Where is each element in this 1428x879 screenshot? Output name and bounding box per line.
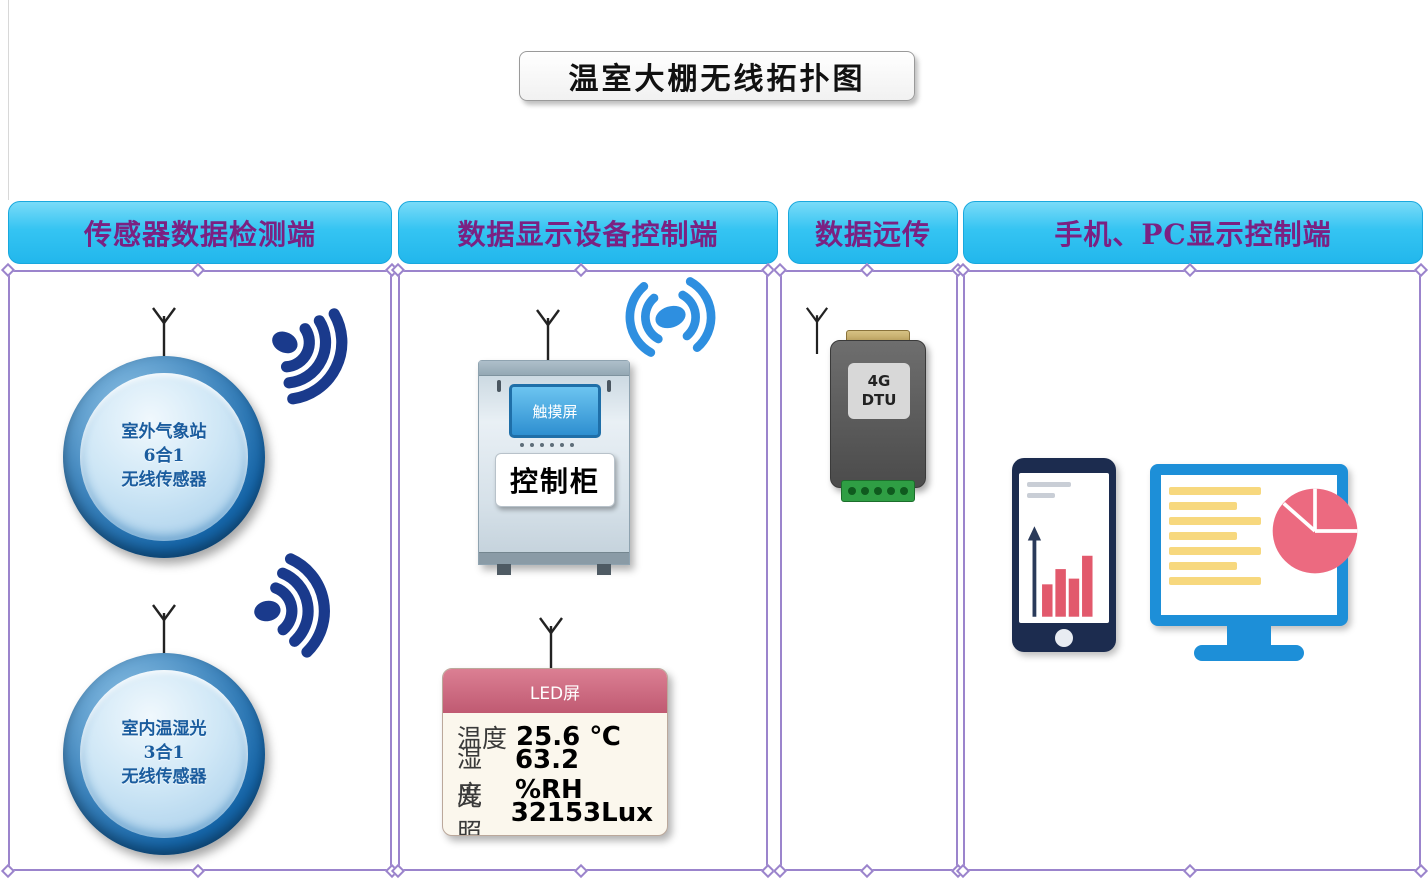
sensor-name-line: 无线传感器 <box>121 766 207 787</box>
antenna-icon <box>805 307 829 354</box>
sensor-name-line: 6合1 <box>143 446 185 467</box>
list-lines-placeholder <box>1169 485 1261 605</box>
column-header-remote-transmission: 数据远传 <box>788 201 958 264</box>
sensor-name-line: 3合1 <box>143 743 185 764</box>
edge-ornament <box>573 262 589 278</box>
broadcast-signal-icon <box>625 277 716 357</box>
reading-value: 32153Lux <box>510 798 653 828</box>
cabinet-foot <box>497 564 511 575</box>
dtu-terminal-block <box>841 480 915 502</box>
outdoor-sensor-label: 室外气象站 6合1 无线传感器 <box>80 373 248 541</box>
led-row-light: 光照 32153Lux <box>457 782 653 835</box>
cabinet-vent-dots <box>520 443 574 447</box>
reading-label: 温度 <box>457 724 508 753</box>
edge-ornament <box>859 863 875 879</box>
corner-ornament <box>1413 863 1428 879</box>
wifi-signal-icon <box>272 308 348 405</box>
cabinet-label: 控制柜 <box>495 453 615 507</box>
diagram-title: 温室大棚无线拓扑图 <box>568 62 866 97</box>
corner-ornament <box>1413 262 1428 278</box>
led-row-temperature: 温度 25.6 ℃ <box>457 718 653 756</box>
antenna-icon <box>539 617 563 668</box>
antenna-icon <box>152 604 176 655</box>
reading-label: 光照 <box>457 782 483 836</box>
touch-screen-label: 触摸屏 <box>532 402 578 421</box>
cabinet-foot <box>597 564 611 575</box>
monitor-stand <box>1227 626 1271 646</box>
dtu-label-line: 4G <box>867 371 891 390</box>
screw-icon <box>607 380 611 392</box>
canvas-edge-line <box>8 0 9 200</box>
column-header-display-control: 数据显示设备控制端 <box>398 201 778 264</box>
corner-ornament <box>772 863 788 879</box>
reading-label: 湿度 <box>457 744 483 809</box>
led-screen-title: LED屏 <box>443 669 667 713</box>
control-cabinet-illustration: 触摸屏 控制柜 <box>478 360 630 575</box>
edge-ornament <box>1182 262 1198 278</box>
edge-ornament <box>859 262 875 278</box>
smartphone-illustration <box>1012 458 1116 652</box>
led-row-humidity: 湿度 63.2 %RH <box>457 744 653 809</box>
dtu-label-line: DTU <box>861 391 897 409</box>
monitor-base <box>1194 645 1304 661</box>
led-screen: LED屏 温度 25.6 ℃ 湿度 63.2 %RH 光照 32153Lux <box>442 668 668 836</box>
phone-screen <box>1019 473 1109 623</box>
screw-icon <box>497 380 501 392</box>
phone-home-button <box>1055 629 1073 647</box>
pc-monitor-illustration <box>1150 464 1358 626</box>
column-header-phone-pc: 手机、PC显示控制端 <box>963 201 1423 264</box>
edge-ornament <box>1182 863 1198 879</box>
sensor-name-line: 无线传感器 <box>121 469 207 490</box>
led-readings: 温度 25.6 ℃ 湿度 63.2 %RH 光照 32153Lux <box>443 713 667 835</box>
corner-ornament <box>0 262 16 278</box>
reading-value: 63.2 %RH <box>514 745 583 805</box>
cabinet-base <box>479 552 629 564</box>
indoor-sensor-node: 室内温湿光 3合1 无线传感器 <box>63 653 265 855</box>
diagram-title-box: 温室大棚无线拓扑图 <box>519 51 915 101</box>
antenna-icon <box>536 309 560 360</box>
pie-chart-icon <box>1272 488 1358 574</box>
antenna-icon <box>152 307 176 358</box>
dtu-body: 4G DTU <box>830 340 926 488</box>
touch-screen: 触摸屏 <box>509 384 601 438</box>
edge-ornament <box>190 863 206 879</box>
edge-ornament <box>573 863 589 879</box>
wifi-signal-icon <box>254 553 330 658</box>
text-line-placeholder <box>1027 482 1071 487</box>
corner-ornament <box>772 262 788 278</box>
text-line-placeholder <box>1027 493 1055 498</box>
monitor-screen <box>1161 475 1358 615</box>
bar-chart-icon <box>1027 526 1093 617</box>
cabinet-top-strip <box>479 361 629 376</box>
outdoor-sensor-node: 室外气象站 6合1 无线传感器 <box>63 356 265 558</box>
edge-ornament <box>190 262 206 278</box>
column-header-sensor-detection: 传感器数据检测端 <box>8 201 392 264</box>
corner-ornament <box>0 863 16 879</box>
dtu-label: 4G DTU <box>848 363 910 419</box>
reading-value: 25.6 ℃ <box>516 722 621 752</box>
sensor-name-line: 室内温湿光 <box>121 719 207 740</box>
sensor-name-line: 室外气象站 <box>121 422 207 443</box>
indoor-sensor-label: 室内温湿光 3合1 无线传感器 <box>80 670 248 838</box>
